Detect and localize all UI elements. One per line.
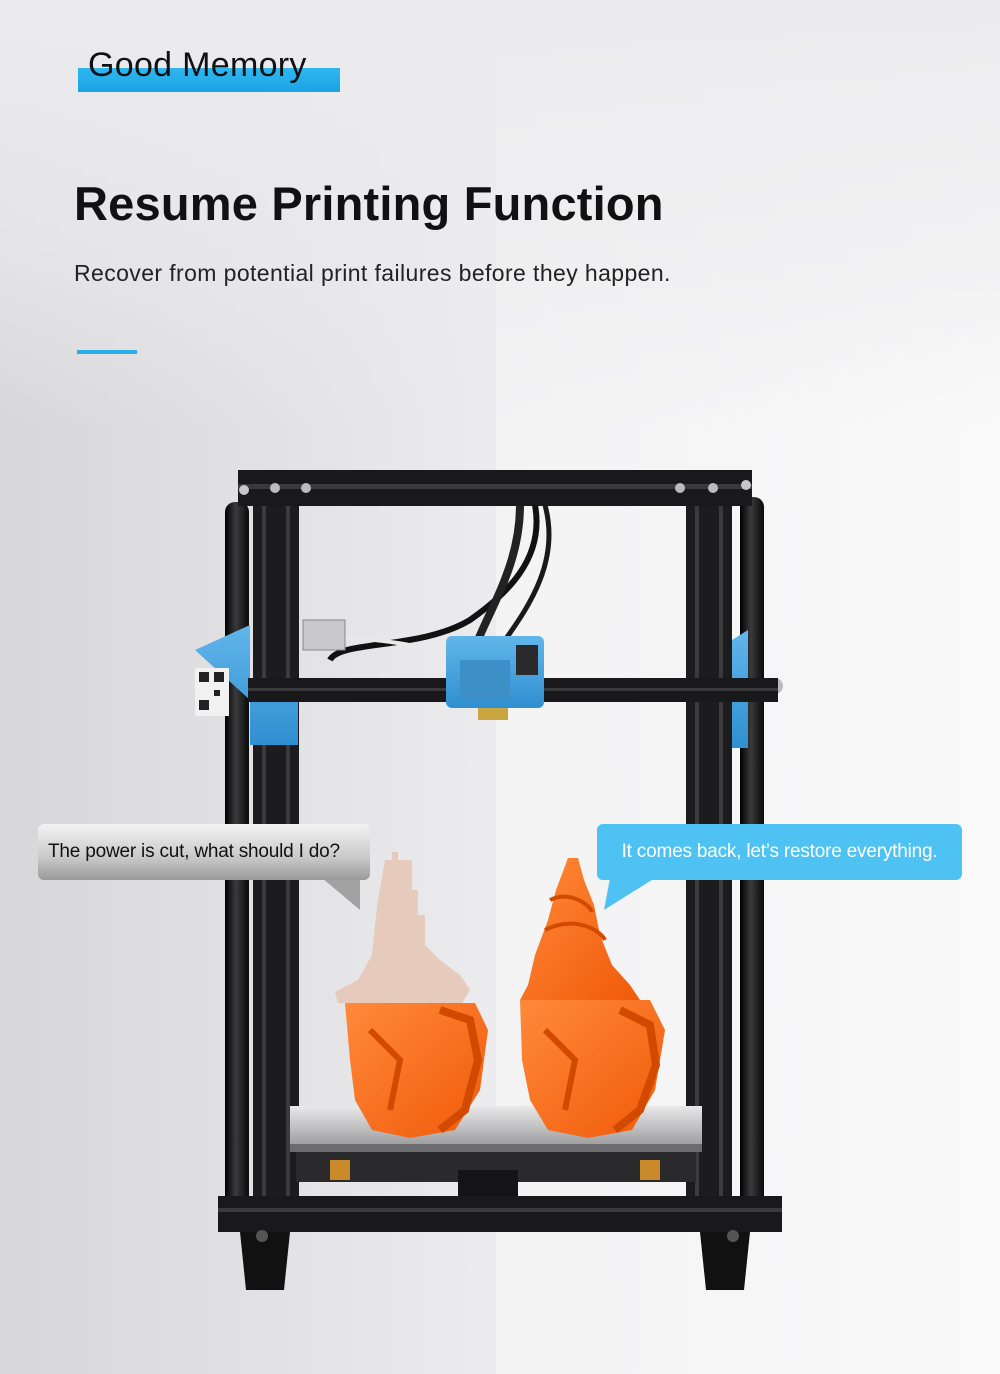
- left-z-bracket: [195, 625, 298, 745]
- interrupted-print-model: [335, 852, 488, 1138]
- left-bubble-tail: [322, 878, 360, 910]
- front-right-foot: [700, 1232, 750, 1290]
- right-bubble-tail: [604, 878, 655, 910]
- feature-description: Recover from potential print failures be…: [74, 260, 671, 286]
- tag-label: Good Memory: [88, 46, 307, 84]
- base-frame: [218, 1196, 782, 1232]
- speech-bubble-restore: It comes back, let’s restore everything.: [597, 824, 962, 880]
- section-tag: Good Memory: [78, 44, 340, 92]
- front-left-foot: [240, 1232, 290, 1290]
- tag-highlight-bar: [78, 68, 340, 92]
- feature-title: Resume Printing Function: [74, 177, 664, 230]
- restored-print-model: [520, 858, 665, 1138]
- printer-illustration: [195, 470, 783, 1290]
- extruder-feeder: [302, 619, 346, 651]
- speech-bubble-power-cut: The power is cut, what should I do?: [38, 824, 370, 880]
- accent-divider: [77, 350, 137, 354]
